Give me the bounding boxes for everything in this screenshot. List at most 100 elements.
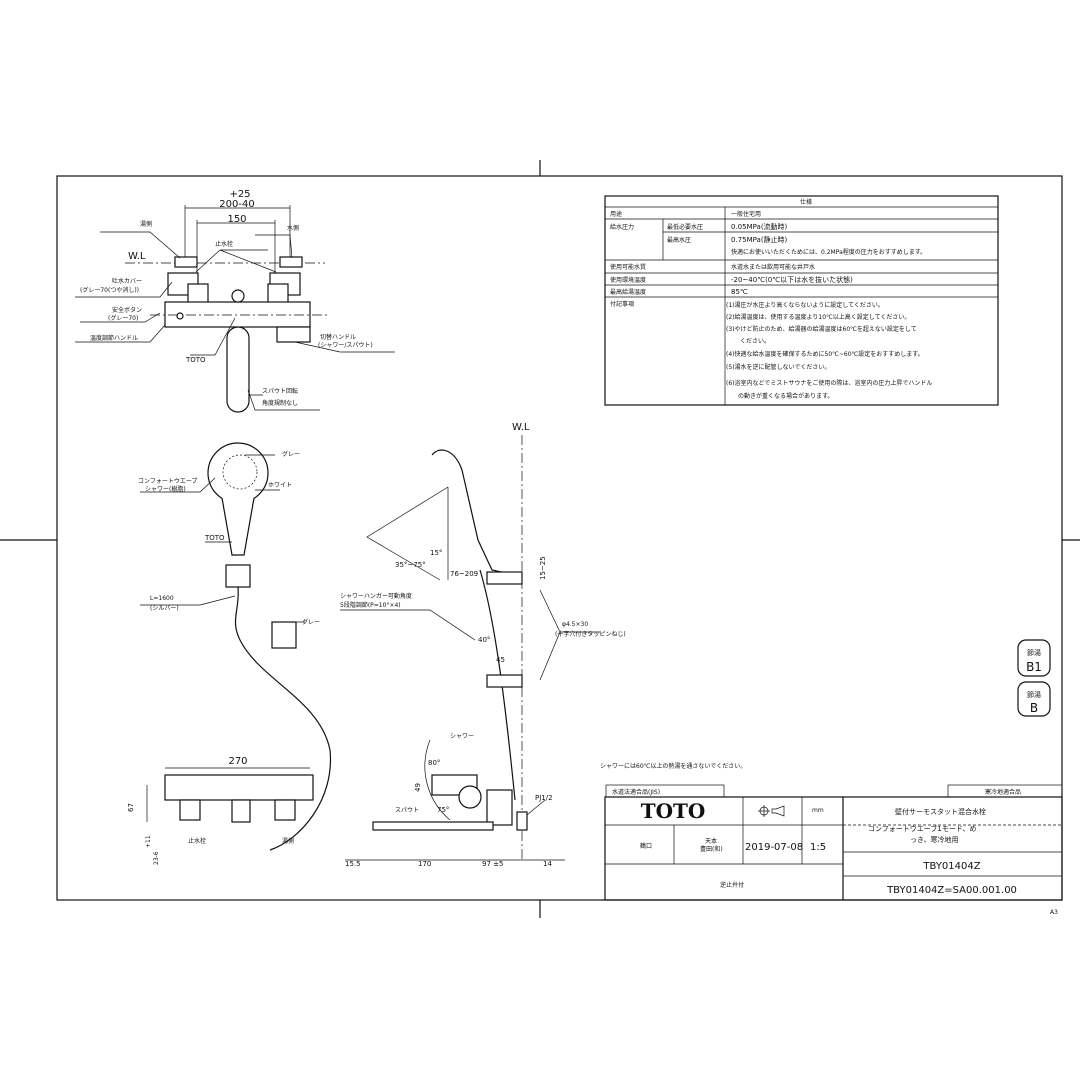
badge-label: 節湯 — [1027, 690, 1041, 699]
dim-97: 97 ±5 — [482, 860, 503, 868]
badge-b: 節湯 B — [1017, 681, 1051, 717]
spec-value: 0.75MPa(静止時) — [731, 235, 788, 244]
dim-tolerance: +25 — [229, 189, 250, 200]
spec-label: 使用可能水質 — [610, 263, 646, 271]
angle-40: 40° — [478, 636, 490, 644]
label-shower: シャワー — [450, 733, 474, 740]
label-cover-spec: (グレー70(つや消し)) — [80, 286, 139, 294]
label-screw-spec: (十字穴付きタッピンねじ) — [555, 630, 626, 638]
label-hanger-gray: グレー — [302, 618, 320, 626]
spec-sublabel: 最低必要水圧 — [667, 223, 703, 231]
drawing-number: TBY01404Z=SA00.001.00 — [886, 885, 1017, 896]
label-shower-material: シャワー(樹脂) — [145, 485, 186, 493]
sheet-border — [56, 175, 1063, 901]
dim-width: 270 — [228, 756, 247, 767]
water-level-label: W.L — [128, 251, 146, 262]
sheet-size: A3 — [1050, 909, 1058, 916]
spec-label: 給水圧力 — [610, 223, 634, 231]
drawn-by: 鶴口 — [640, 842, 652, 850]
water-level-label: W.L — [512, 422, 530, 433]
label-hot-side: 湯側 — [282, 837, 294, 845]
spec-note: ください。 — [740, 338, 770, 345]
spec-note: (6)浴室内などでミストサウナをご使用の際は、浴室内の圧力上昇でハンドル — [726, 379, 932, 387]
label-switch-handle: 切替ハンドル — [320, 333, 356, 341]
spec-note: の動きが重くなる場合があります。 — [738, 392, 833, 400]
label-screw: φ4.5×30 — [562, 621, 588, 628]
unit: mm — [812, 807, 824, 814]
angle-35-75: 35°~75° — [395, 561, 426, 569]
spec-note: 快適にお使いいただくためには、0.2MPa程度の圧力をおすすめします。 — [731, 248, 926, 256]
dim-inner: 150 — [227, 214, 246, 225]
spec-label: 付記事項 — [610, 300, 634, 308]
label-hanger: シャワーハンガー可動角度 — [340, 592, 412, 600]
label-hot-side: 湯側 — [140, 220, 152, 228]
jis-label: 水道法適合品(JIS) — [612, 788, 660, 796]
title-block: 水道法適合品(JIS) 寒冷地適合品 TOTO mm 鶴口 天本 豊田(和) 2… — [604, 784, 1063, 916]
label-white: ホワイト — [268, 482, 292, 489]
label-cold-side: 水側 — [287, 224, 299, 232]
spec-value: -20~40℃(0℃以下は水を抜いた状態) — [731, 275, 853, 284]
label-switch-spec: (シャワー/スパウト) — [318, 341, 373, 349]
label-gray: グレー — [282, 450, 300, 458]
label-stop-valve: 止水栓 — [215, 240, 233, 248]
label-safety-spec: (グレー70) — [108, 314, 138, 322]
third-angle-projection-icon — [758, 805, 785, 817]
label-pipe-thread: PJ1/2 — [535, 794, 553, 802]
check-valve-note: 逆止弁付 — [720, 881, 744, 889]
dim-15-25: 15~25 — [539, 556, 547, 580]
badge-grade: B — [1030, 701, 1038, 715]
approved-by: 豊田(和) — [700, 845, 723, 853]
toto-logo: TOTO — [641, 799, 706, 823]
label-stop-valve: 止水栓 — [188, 837, 206, 845]
label-spout-note: 角度規制なし — [262, 399, 298, 407]
label-temp-handle: 温度調節ハンドル — [90, 334, 138, 342]
label-logo: TOTO — [185, 356, 206, 364]
spec-title: 仕様 — [800, 198, 812, 206]
dim-76-209: 76~209 — [450, 570, 478, 578]
top-view-faucet: +25 200-40 150 W.L 湯側 止水栓 水側 吐水カバー (グレー7… — [75, 189, 395, 413]
warning-note: シャワーには60℃以上の熱湯を通さないでください。 — [600, 762, 746, 770]
angle-80: 80° — [428, 759, 440, 767]
cold-region-label: 寒冷地適合品 — [985, 788, 1021, 796]
badge-grade: B1 — [1026, 660, 1042, 674]
spec-note: (1)湯圧が水圧より高くならないように設定してください。 — [726, 301, 884, 309]
label-hanger-adjust: 5段階調節(P=10°×4) — [340, 601, 401, 609]
product-description-cont: っき、寒冷地用 — [910, 835, 959, 844]
label-hose-length: L=1600 — [150, 595, 174, 602]
label-logo: TOTO — [204, 534, 225, 542]
shower-head-view: グレー ホワイト コンフォートウエーブ シャワー(樹脂) TOTO L=1600… — [138, 442, 332, 851]
angle-75: 75° — [437, 806, 449, 814]
dim-outer: 200-40 — [219, 199, 254, 210]
front-view-faucet: 270 67 +11 23-6 止水栓 湯側 — [127, 756, 314, 865]
spec-label: 最高給湯温度 — [610, 288, 646, 296]
dim-14: 14 — [543, 860, 552, 868]
dim-170: 170 — [418, 860, 431, 868]
label-cover: 吐水カバー — [112, 277, 142, 285]
label-spout: スパウト回転 — [262, 387, 298, 395]
scale: 1:5 — [810, 842, 826, 853]
angle-15: 15° — [430, 549, 442, 557]
drawing-date: 2019-07-08 — [745, 842, 803, 853]
dim-height: 67 — [127, 803, 135, 812]
spec-value: 0.05MPa(流動時) — [731, 222, 788, 231]
spec-note: (5)湯水を逆に配管しないでください。 — [726, 363, 830, 371]
spec-note: (4)快適な給水温度を確保するために50℃~60℃設定をおすすめします。 — [726, 350, 924, 358]
badge-label: 節湯 — [1027, 648, 1041, 657]
spec-label: 使用環境温度 — [610, 276, 646, 284]
spec-value: 水道水または飲用可能な井戸水 — [731, 263, 815, 271]
dim-tolerance: +11 — [145, 835, 152, 848]
side-view-faucet: W.L 15° 35°~75° 76~209 15~25 シャワーハンガー可動角… — [340, 422, 626, 868]
spec-label: 用途 — [610, 210, 622, 218]
label-safety-button: 安全ボタン — [112, 306, 142, 314]
product-name: 壁付サーモスタット混合水栓 — [895, 807, 986, 816]
label-shower-name: コンフォートウエーブ — [138, 477, 197, 485]
spec-note: (3)やけど防止のため、給湯器の給湯温度は60℃を超えない設定をして — [726, 325, 917, 333]
spec-value: 一般住宅用 — [731, 210, 761, 218]
dim-15-5: 15.5 — [345, 860, 361, 868]
dim-offset: 23-6 — [153, 851, 160, 865]
badge-b1: 節湯 B1 — [1017, 639, 1051, 677]
label-hose-color: (シルバー) — [150, 605, 179, 612]
spec-note: (2)給湯温度は、使用する温度より10℃以上高く設定してください。 — [726, 313, 910, 321]
checked-by: 天本 — [705, 837, 717, 845]
